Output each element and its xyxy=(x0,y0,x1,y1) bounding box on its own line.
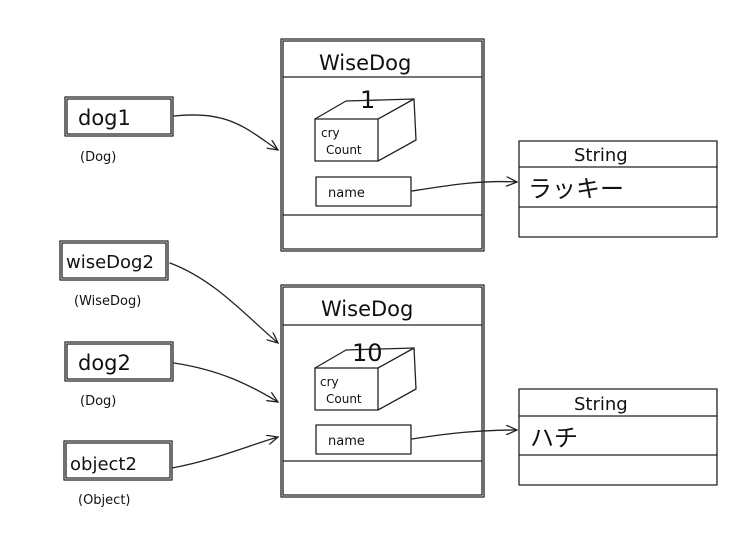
cry-count-field: cry Count 10 xyxy=(314,339,417,411)
class-name: String xyxy=(574,394,628,415)
wisedog-object-1: WiseDog cry Count 1 name xyxy=(280,38,485,252)
reference-arrow-name1 xyxy=(411,182,517,192)
variable-dog2: dog2 (Dog) xyxy=(64,341,174,409)
variable-type: (WiseDog) xyxy=(74,294,141,309)
class-name: WiseDog xyxy=(319,51,411,75)
field-value: 1 xyxy=(360,86,375,114)
cry-count-field: cry Count 1 xyxy=(314,86,417,162)
string-value: ラッキー xyxy=(528,175,624,203)
variable-type: (Dog) xyxy=(80,394,116,409)
field-label: name xyxy=(328,186,365,201)
variable-type: (Dog) xyxy=(80,150,116,165)
variable-name: dog2 xyxy=(78,351,131,375)
variable-dog1: dog1 (Dog) xyxy=(64,96,174,165)
reference-arrow-dog1 xyxy=(173,114,278,150)
string-object-1: String ラッキー xyxy=(518,140,718,238)
variable-type: (Object) xyxy=(78,493,130,508)
string-object-2: String ハチ xyxy=(518,388,718,486)
field-label-line1: cry xyxy=(321,126,340,140)
field-label-line1: cry xyxy=(320,375,339,389)
variable-wisedog2: wiseDog2 (WiseDog) xyxy=(59,240,169,309)
variable-name: dog1 xyxy=(78,106,131,130)
string-value: ハチ xyxy=(530,424,578,452)
wisedog-object-2: WiseDog cry Count 10 name xyxy=(280,284,485,498)
field-label-line2: Count xyxy=(326,143,362,157)
field-label: name xyxy=(328,434,365,449)
field-label-line2: Count xyxy=(326,392,362,406)
variable-object2: object2 (Object) xyxy=(63,440,173,508)
reference-arrow-dog2 xyxy=(173,362,278,402)
variable-name: wiseDog2 xyxy=(66,252,154,273)
variable-name: object2 xyxy=(70,454,137,475)
class-name: String xyxy=(574,145,628,166)
name-field: name xyxy=(315,424,412,455)
field-value: 10 xyxy=(352,339,383,367)
reference-arrow-object2 xyxy=(171,437,278,469)
class-name: WiseDog xyxy=(321,297,413,321)
reference-arrow-name2 xyxy=(411,430,517,440)
reference-arrow-wisedog2 xyxy=(169,262,278,343)
name-field: name xyxy=(315,176,412,207)
